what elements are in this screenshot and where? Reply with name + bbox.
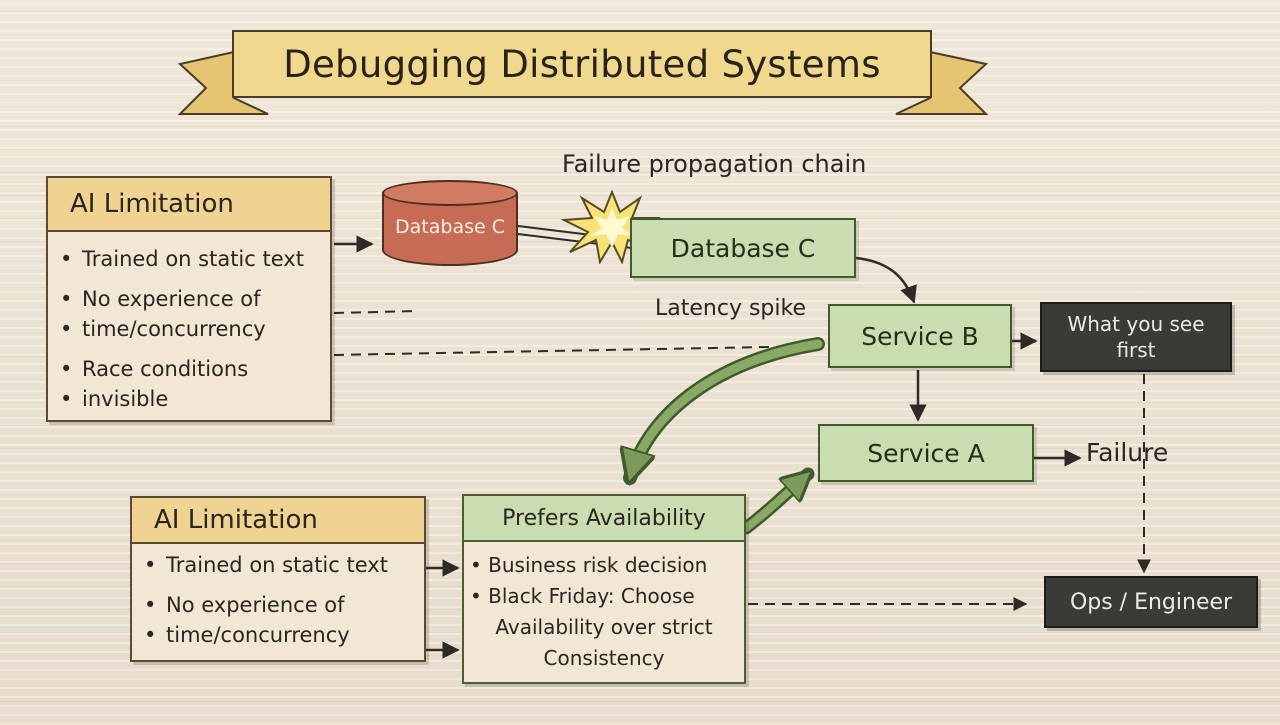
ai-limitation-top-list: Trained on static text No experience of … bbox=[48, 232, 330, 414]
what-you-see-line-2: first bbox=[1116, 338, 1156, 362]
ai-limitation-top-title: AI Limitation bbox=[48, 178, 330, 232]
ai-limitation-panel-top: AI Limitation Trained on static text No … bbox=[46, 176, 332, 422]
list-item: Race conditions bbox=[48, 354, 330, 384]
dashed-ai-to-service-b bbox=[333, 345, 821, 356]
green-arrow-service-b-to-prefers bbox=[623, 337, 825, 485]
dashed-ai-short bbox=[333, 310, 419, 314]
ops-engineer-box: Ops / Engineer bbox=[1044, 576, 1258, 628]
list-item: Trained on static text bbox=[48, 244, 330, 274]
database-c-box: Database C bbox=[630, 218, 856, 278]
prefers-line-4: Consistency bbox=[543, 646, 665, 670]
database-cylinder-label: Database C bbox=[395, 216, 505, 238]
list-item-continued: time/concurrency bbox=[132, 620, 424, 650]
list-item-continued: time/concurrency bbox=[48, 314, 330, 344]
list-item: No experience of bbox=[48, 284, 330, 314]
failure-label: Failure bbox=[1086, 438, 1169, 467]
title-text: Debugging Distributed Systems bbox=[283, 42, 881, 86]
arrow-database-to-service-b bbox=[855, 256, 917, 304]
list-item-continued: invisible bbox=[48, 384, 330, 414]
chain-label: Failure propagation chain bbox=[562, 150, 867, 178]
green-arrow-prefers-to-service-a bbox=[739, 467, 815, 535]
prefers-line-1: • Business risk decision bbox=[470, 553, 708, 577]
list-item: No experience of bbox=[132, 590, 424, 620]
service-a-box: Service A bbox=[818, 424, 1034, 482]
latency-spike-label: Latency spike bbox=[655, 296, 806, 321]
prefers-availability-body: • Business risk decision • Black Friday:… bbox=[464, 542, 744, 674]
ai-limitation-bottom-list: Trained on static text No experience of … bbox=[132, 544, 424, 650]
prefers-line-2: • Black Friday: Choose bbox=[470, 584, 695, 608]
prefers-availability-panel: Prefers Availability • Business risk dec… bbox=[462, 494, 746, 684]
ai-limitation-panel-bottom: AI Limitation Trained on static text No … bbox=[130, 496, 426, 662]
page-title: Debugging Distributed Systems bbox=[232, 30, 932, 98]
ai-limitation-bottom-title: AI Limitation bbox=[132, 498, 424, 544]
what-you-see-first-box: What you see first bbox=[1040, 302, 1232, 372]
list-item: Trained on static text bbox=[132, 550, 424, 580]
prefers-line-3: Availability over strict bbox=[495, 615, 713, 639]
prefers-availability-title: Prefers Availability bbox=[464, 496, 744, 542]
what-you-see-line-1: What you see bbox=[1067, 312, 1205, 336]
database-cylinder-top bbox=[382, 180, 518, 206]
service-b-box: Service B bbox=[828, 304, 1012, 368]
